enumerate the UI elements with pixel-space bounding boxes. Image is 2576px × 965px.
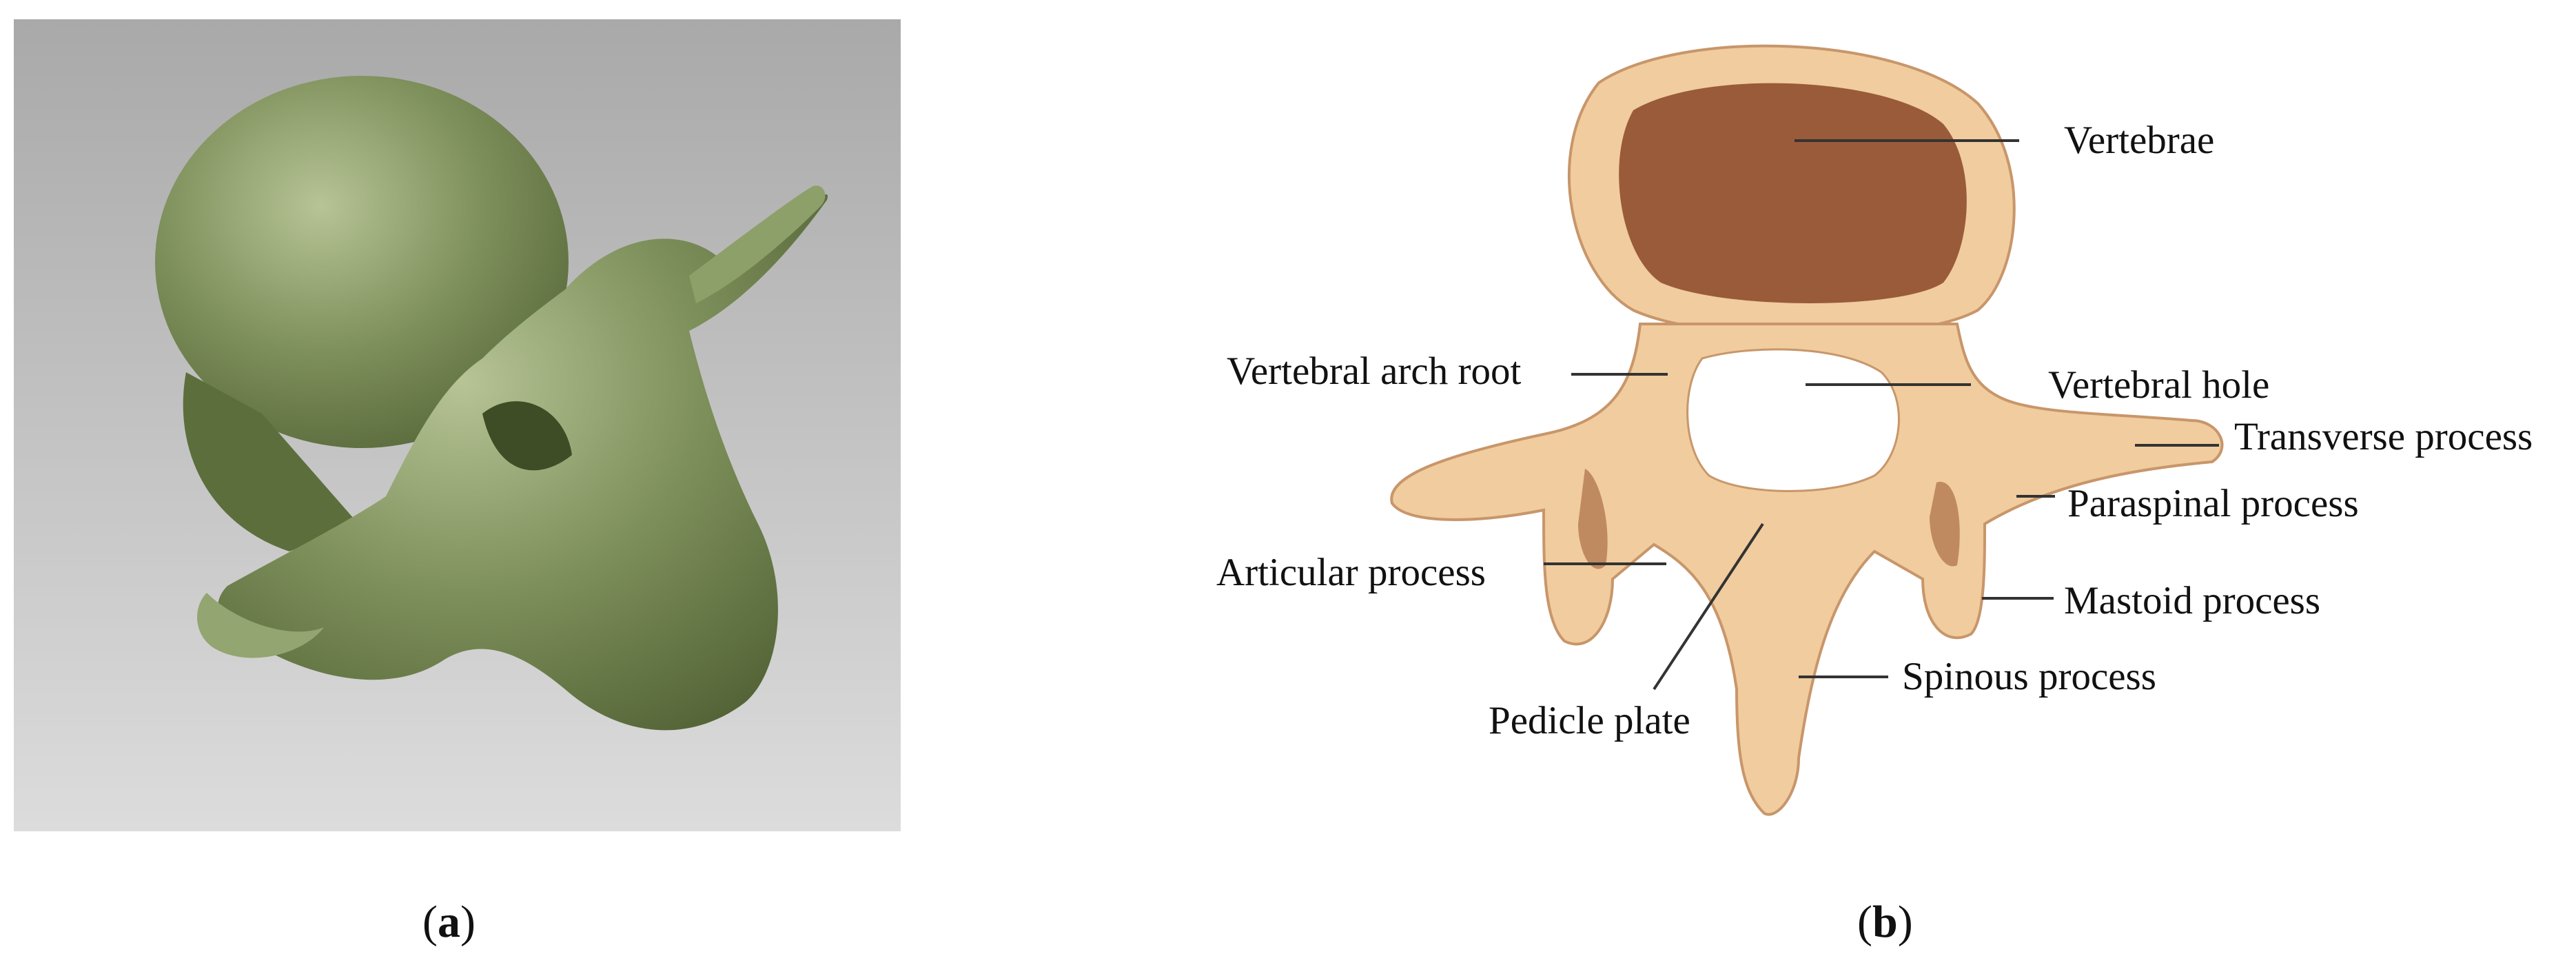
label-transverse-process: Transverse process bbox=[2234, 415, 2533, 458]
mastoid-shade bbox=[1930, 482, 1960, 567]
vertebra-3d-model bbox=[14, 19, 901, 831]
label-spinous-process: Spinous process bbox=[1902, 655, 2156, 698]
model-body-underside bbox=[183, 372, 358, 551]
panel-a: (a) bbox=[0, 0, 930, 965]
neural-arch bbox=[1390, 323, 2224, 816]
model-transverse-process bbox=[689, 185, 826, 303]
label-vertebral-hole: Vertebral hole bbox=[2048, 363, 2270, 407]
caption-a-letter: a bbox=[437, 897, 460, 947]
leader-pedicle-plate bbox=[1653, 522, 1764, 691]
panel-b: Vertebrae Vertebral arch root Vertebral … bbox=[1158, 0, 2576, 965]
label-vertebral-arch-root: Vertebral arch root bbox=[1227, 349, 1522, 393]
model-vertebral-foramen bbox=[482, 401, 572, 471]
vertebral-foramen bbox=[1686, 348, 1900, 492]
model-left-process bbox=[197, 593, 324, 658]
label-pedicle-plate: Pedicle plate bbox=[1489, 699, 1690, 742]
label-paraspinal-process: Paraspinal process bbox=[2067, 482, 2359, 525]
caption-b-letter: b bbox=[1872, 897, 1898, 947]
caption-b: (b) bbox=[1857, 897, 1913, 947]
label-mastoid-process: Mastoid process bbox=[2064, 579, 2321, 622]
caption-a: (a) bbox=[422, 897, 476, 947]
model-vertebral-body bbox=[155, 76, 569, 448]
label-vertebrae: Vertebrae bbox=[2064, 119, 2215, 162]
vertebral-body-cancellous bbox=[1619, 83, 1967, 303]
vertebra-illustration bbox=[1390, 44, 2224, 816]
label-articular-process: Articular process bbox=[1216, 551, 1486, 594]
articular-shade bbox=[1578, 469, 1608, 569]
